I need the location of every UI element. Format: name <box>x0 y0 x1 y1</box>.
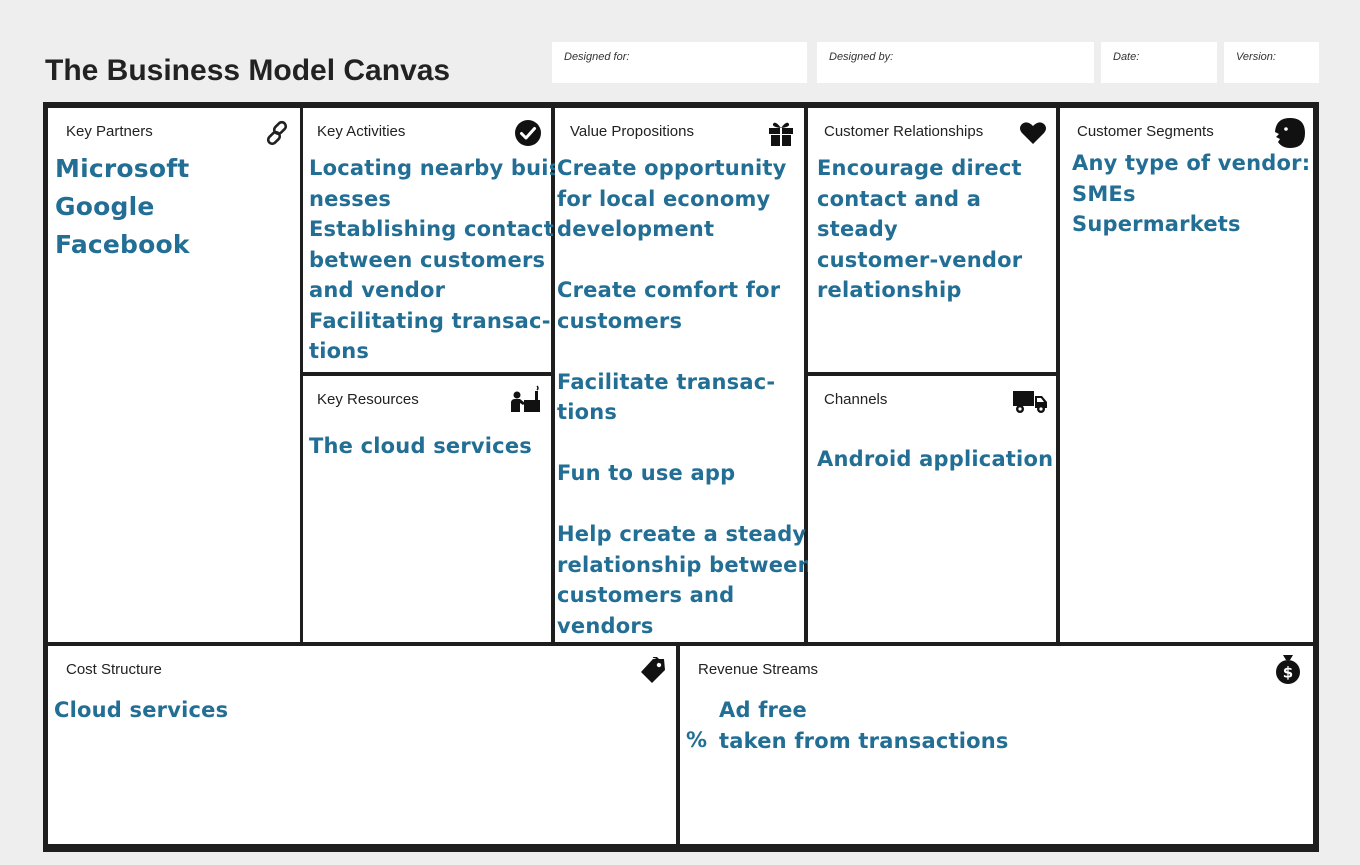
date-label: Date: <box>1113 51 1140 63</box>
content-line: Create comfort for <box>557 278 781 302</box>
content-line: tions <box>309 339 370 363</box>
factory-worker-icon <box>509 384 543 414</box>
customer-relationships-content: Encourage direct contact and a steady cu… <box>817 153 1052 306</box>
content-line: customer-vendor <box>817 247 1023 272</box>
content-line: Fun to use app <box>557 461 736 485</box>
revenue-streams-title: Revenue Streams <box>698 661 819 678</box>
content-line: Establishing contact <box>309 217 554 241</box>
key-activities-content: Locating nearby buis- nesses Establishin… <box>309 153 571 367</box>
content-gap <box>557 428 804 459</box>
page-title: The Business Model Canvas <box>45 54 451 87</box>
key-resources-section: Key Resources The cloud services <box>303 376 551 642</box>
content-line: Android application <box>817 447 1054 471</box>
content-gap <box>557 489 804 520</box>
key-activities-section: Key Activities Locating nearby buis- nes… <box>303 108 571 372</box>
content-line: relationship <box>817 278 962 302</box>
content-line: nesses <box>309 186 392 211</box>
value-propositions-section: Value Propositions Create opportunity fo… <box>555 108 813 642</box>
percent-symbol: % <box>686 728 708 752</box>
content-gap <box>557 245 804 276</box>
checkmark-icon <box>513 118 543 148</box>
channels-section: Channels Android application <box>808 376 1056 642</box>
value-propositions-content: Create opportunity for local economy dev… <box>557 153 813 641</box>
svg-text:$: $ <box>1283 664 1293 682</box>
content-line: Locating nearby buis- <box>309 156 571 180</box>
content-line: for local economy <box>557 186 771 211</box>
key-partners-section: Key Partners Microsoft Google Facebook <box>48 108 300 642</box>
content-gap <box>557 336 804 367</box>
content-line: steady <box>817 217 898 241</box>
value-propositions-title: Value Propositions <box>570 123 694 140</box>
content-line: Encourage direct <box>817 156 1022 180</box>
gift-icon <box>766 118 796 148</box>
customer-relationships-section: Customer Relationships Encourage direct … <box>808 108 1056 372</box>
revenue-streams-content: Ad free taken from transactions <box>719 695 1309 756</box>
revenue-streams-section: Revenue Streams $ % Ad free taken from t… <box>680 646 1313 844</box>
date-field[interactable]: Date: <box>1101 42 1217 83</box>
content-line: Supermarkets <box>1072 212 1241 236</box>
truck-icon <box>1012 386 1048 416</box>
content-line: tions <box>557 400 618 424</box>
key-resources-content: The cloud services <box>309 431 547 462</box>
content-line: Ad free <box>719 698 807 722</box>
customer-segments-section: Customer Segments Any type of vendor: SM… <box>1060 108 1313 642</box>
price-tag-icon <box>638 656 668 686</box>
designed-by-field[interactable]: Designed by: <box>817 42 1094 83</box>
heart-icon <box>1018 118 1048 148</box>
content-line: customers <box>557 308 683 333</box>
money-bag-icon: $ <box>1273 654 1303 684</box>
face-icon <box>1273 116 1307 150</box>
version-field[interactable]: Version: <box>1224 42 1319 83</box>
content-line: Facebook <box>55 230 190 259</box>
content-line: vendors <box>557 613 654 638</box>
content-line: Help create a steady <box>557 522 807 546</box>
key-activities-title: Key Activities <box>317 123 406 140</box>
customer-relationships-title: Customer Relationships <box>824 123 984 140</box>
content-line: between customers <box>309 247 546 272</box>
business-model-canvas: Key Partners Microsoft Google Facebook K… <box>43 102 1319 852</box>
cost-structure-content: Cloud services <box>54 695 672 726</box>
designed-for-label: Designed for: <box>564 51 630 63</box>
content-line: customers and <box>557 583 735 607</box>
content-line: relationship between <box>557 552 813 577</box>
cost-structure-section: Cost Structure Cloud services <box>48 646 676 844</box>
content-line: Google <box>55 192 155 221</box>
content-line: Facilitating transac- <box>309 308 551 333</box>
customer-segments-title: Customer Segments <box>1077 123 1214 140</box>
channels-title: Channels <box>824 391 888 408</box>
content-line: taken from transactions <box>719 728 1009 753</box>
version-label: Version: <box>1236 51 1276 63</box>
content-line: and vendor <box>309 278 446 302</box>
content-line: Any type of vendor: <box>1072 151 1311 175</box>
channels-content: Android application <box>817 444 1054 475</box>
content-line: Facilitate transac- <box>557 369 776 394</box>
cost-structure-title: Cost Structure <box>66 661 162 678</box>
content-line: Cloud services <box>54 698 229 722</box>
content-line: Microsoft <box>55 154 190 183</box>
key-partners-title: Key Partners <box>66 123 153 140</box>
key-partners-content: Microsoft Google Facebook <box>55 150 296 264</box>
content-line: SMEs <box>1072 181 1136 206</box>
key-resources-title: Key Resources <box>317 391 419 408</box>
customer-segments-content: Any type of vendor: SMEs Supermarkets <box>1072 148 1313 240</box>
content-line: development <box>557 217 715 241</box>
content-line: The cloud services <box>309 434 532 458</box>
designed-by-label: Designed by: <box>829 51 894 63</box>
content-line: contact and a <box>817 186 982 211</box>
link-icon <box>262 118 292 148</box>
content-line: Create opportunity <box>557 156 787 180</box>
designed-for-field[interactable]: Designed for: <box>552 42 807 83</box>
